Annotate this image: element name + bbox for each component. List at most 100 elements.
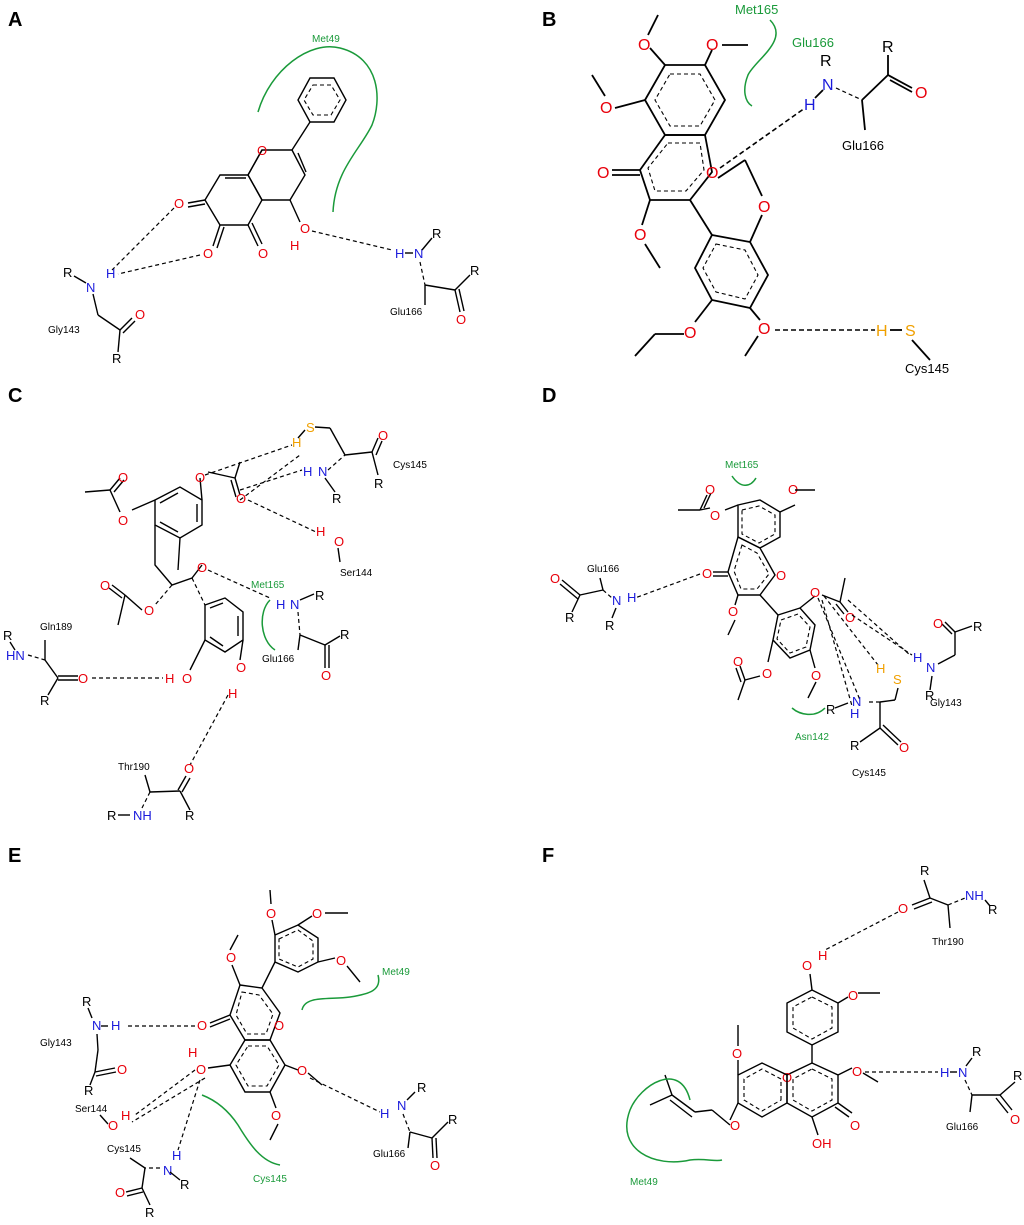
bond [159,492,179,504]
bond [234,461,241,479]
bond [969,1094,973,1113]
bond [209,1018,231,1028]
bond [84,489,111,493]
bond [269,1123,279,1141]
bond [929,675,933,691]
bond [614,99,646,109]
hydrophobic-contact-arc [626,1078,723,1163]
bond [92,293,99,316]
phenyl-ring [274,924,319,973]
oxygen-atom: O [274,1018,284,1033]
bond [149,790,181,793]
oxygen-atom: O [1010,1112,1020,1127]
bond [835,603,845,615]
sulfur-atom: S [905,323,916,340]
benzo-aromatic [235,1045,280,1087]
oxygen-atom: O [852,1064,862,1079]
bond [571,594,581,613]
nitrogen-atom: N [926,660,935,675]
oxygen-atom: O [684,325,696,342]
bond [649,1094,673,1106]
hydrophobic-contact-arc [731,475,757,486]
bond [999,1094,1013,1111]
bond [424,284,456,291]
hydrogen-bond [851,614,913,656]
r-group: R [340,627,349,642]
bond [861,99,866,131]
bond [337,547,341,563]
benzo-aromatic [654,73,716,127]
bond [911,897,931,906]
bond [177,775,187,791]
residue-label: Glu166 [946,1122,979,1133]
bond [131,499,156,511]
oxygen-atom: O [732,1046,742,1061]
quinone-ring [204,149,263,226]
bond [735,667,742,683]
oxygen-atom: O [300,221,310,236]
hydrophobic-residue-label: Asn142 [795,732,829,743]
oxygen-atom: O [115,1185,125,1200]
bond [561,579,581,596]
nitrogen-atom: NH [965,888,984,903]
bond [96,1033,99,1051]
bond [694,299,713,323]
bond [821,594,841,603]
bond [284,1064,299,1071]
bond [759,594,779,616]
oxygen-atom: O [762,666,772,681]
nitrogen-atom: N [86,280,95,295]
oxygen-atom: O [845,610,855,625]
hydrophobic-contact-arc [301,974,380,1011]
panel-a: A Met49 O O O O O H R N [8,9,479,366]
bond [839,577,846,603]
bond [699,507,711,511]
hydrophobic-residue-label: Met165 [725,460,759,471]
oxygen-atom: O [184,761,194,776]
hydrogen-atom: H [276,597,285,612]
oxygen-atom: O [226,950,236,965]
bond [371,437,379,453]
residue-label: Gln189 [40,622,73,633]
bond [839,601,849,613]
bond [159,521,179,533]
r-group: R [826,702,835,717]
panel-letter-e: E [8,845,21,867]
r-group: R [84,1083,93,1098]
oxygen-atom: O [550,571,560,586]
stereo-bond [964,1079,973,1096]
bond [799,595,816,609]
oxygen-atom: O [236,660,246,675]
r-group: R [1013,1068,1022,1083]
bond [559,583,579,600]
hydrogen-atom: H [111,1018,120,1033]
residue-label: Glu166 [390,307,423,318]
bond [814,89,824,99]
pyranone-aromatic [235,991,274,1035]
bond [739,665,746,681]
panel-letter-d: D [542,385,556,407]
bond [807,681,817,699]
nitrogen-atom: N [163,1163,172,1178]
hydrogen-atom: H [303,464,312,479]
bond [324,477,336,493]
oxygen-atom: OH [812,1136,832,1151]
benzo-ring [643,64,727,136]
bond [144,774,151,793]
hydrophobic-contact-arc [744,19,777,107]
r-group: R [112,351,121,366]
oxygen-atom: O [776,568,786,583]
hydrogen-bond [634,573,701,599]
bond [591,74,606,97]
oxygen-atom: O [118,513,128,528]
benzo-ring [737,1062,788,1118]
oxygen-atom: O [266,906,276,921]
bond [729,1102,739,1121]
hydrogen-atom: H [818,948,827,963]
oxygen-atom: O [811,668,821,683]
bond [941,623,953,635]
bond [407,1131,411,1149]
benzo-aromatic [741,505,776,544]
hydrogen-bond [309,1077,381,1113]
residue-label: Gly143 [48,325,80,336]
